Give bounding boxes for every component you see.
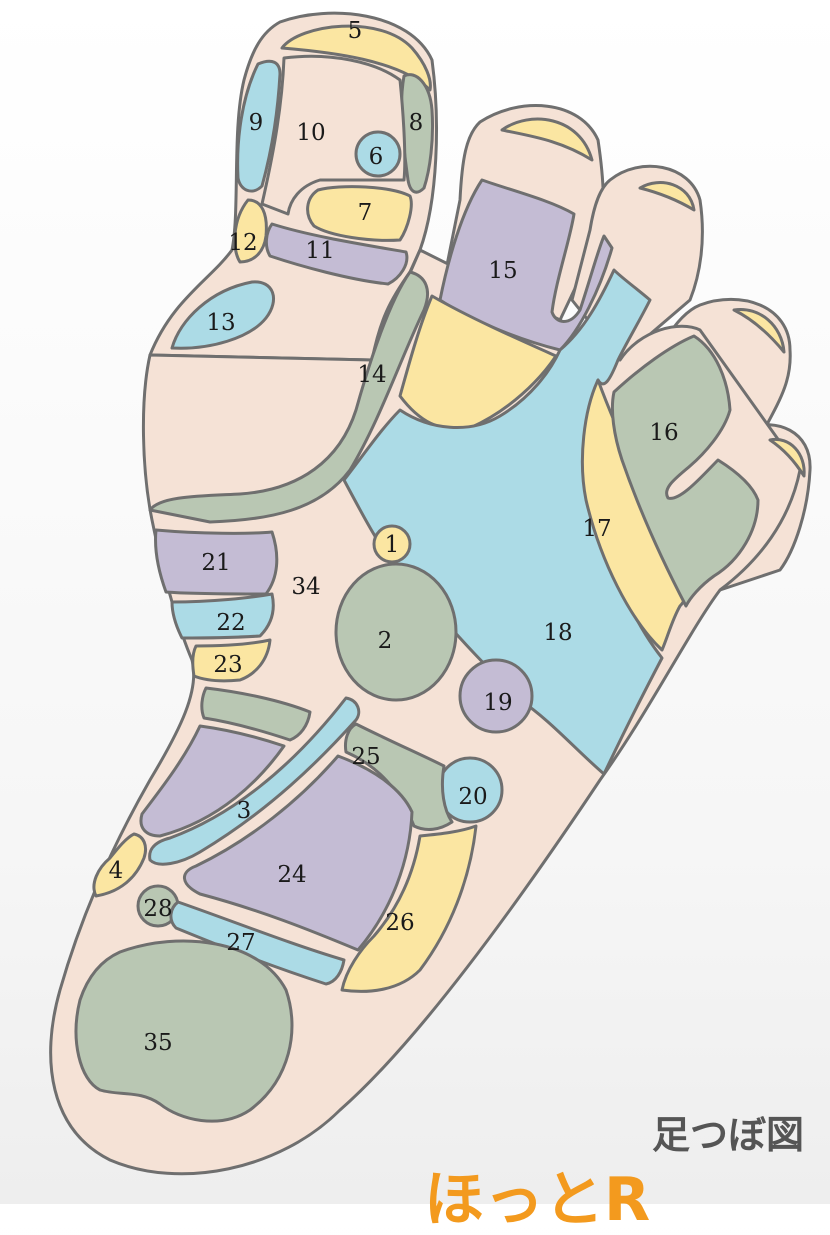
zone-label-4: 4 [109,858,124,884]
zone-label-11: 11 [305,238,334,264]
zone-label-1: 1 [385,532,400,558]
foot-reflexology-diagram: 1 2 3 4 5 6 7 8 9 10 11 12 13 14 15 16 1… [0,0,830,1204]
zone-label-18: 18 [543,620,572,646]
brand-logo-text: ほっとR [424,1170,650,1230]
zone-label-2: 2 [378,628,393,654]
zone-label-10: 10 [296,120,325,146]
zone-label-3: 3 [237,798,252,824]
zone-label-35: 35 [143,1030,172,1056]
diagram-caption: 足つぼ図 [652,1104,804,1159]
zone-label-23: 23 [213,652,242,678]
zone-label-27: 27 [226,930,255,956]
zone-label-14: 14 [357,362,386,388]
zone-label-26: 26 [385,910,414,936]
zone-label-20: 20 [458,784,487,810]
zone-label-5: 5 [348,18,363,44]
zone-label-17: 17 [582,516,611,542]
zone-label-34: 34 [291,574,320,600]
zone-label-28: 28 [143,896,172,922]
zone-label-12: 12 [228,230,257,256]
zone-label-21: 21 [201,550,230,576]
zone-label-9: 9 [249,110,264,136]
zone-label-19: 19 [483,690,512,716]
zone-label-25: 25 [351,744,380,770]
zone-label-16: 16 [649,420,678,446]
zone-label-7: 7 [358,200,373,226]
zone-label-6: 6 [369,144,384,170]
zone-label-8: 8 [409,110,424,136]
zone-label-24: 24 [277,862,306,888]
zone-label-13: 13 [206,310,235,336]
zone-label-15: 15 [488,258,517,284]
zone-2 [336,564,456,700]
zone-label-22: 22 [216,610,245,636]
